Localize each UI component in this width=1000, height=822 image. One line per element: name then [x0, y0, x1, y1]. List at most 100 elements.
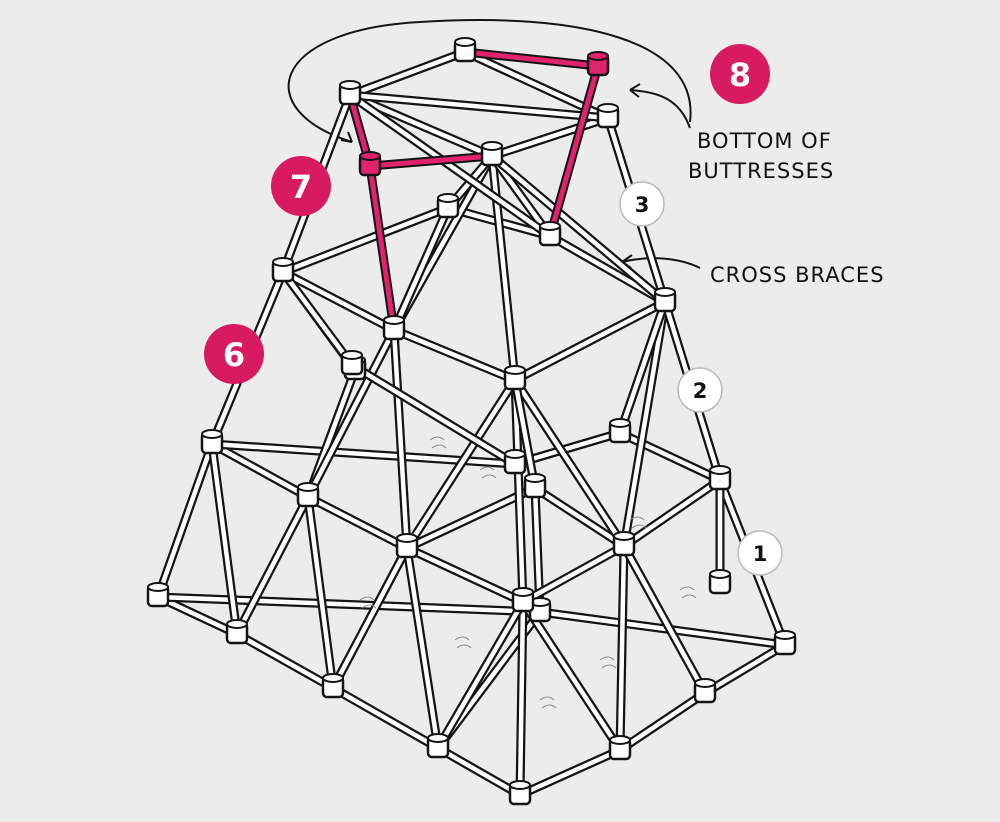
connector [338, 80, 362, 106]
connector [436, 193, 460, 219]
strut [305, 494, 336, 691]
strut [489, 153, 668, 305]
strut [617, 430, 723, 483]
badge-2: 2 [677, 367, 723, 413]
badge-6: 6 [204, 324, 264, 384]
panel-shading-mark [599, 656, 617, 669]
connector [271, 257, 295, 283]
badge-3: 3 [619, 181, 665, 227]
strut [349, 362, 518, 467]
buttress-strut [367, 163, 397, 333]
strut [330, 545, 410, 691]
strut [347, 92, 611, 121]
strut [280, 205, 451, 275]
strut [435, 599, 526, 751]
buttress-leader-curve [287, 19, 692, 143]
badge-6-label: 6 [223, 336, 245, 374]
strut [512, 377, 526, 605]
connector [503, 365, 527, 391]
buttress-arrow-7 [340, 131, 353, 143]
strut [155, 441, 215, 600]
buttress-arrow-8 [629, 83, 691, 129]
panel-shading-mark [539, 696, 557, 709]
panel-shading-mark [479, 466, 497, 479]
connector [480, 141, 504, 167]
connectors-group [146, 37, 797, 806]
badge-1-label: 1 [753, 542, 768, 566]
strut [621, 477, 723, 549]
strut [621, 543, 708, 696]
connector [382, 315, 406, 341]
buttress-strut [462, 49, 601, 69]
cross-braces-arrow [621, 254, 701, 269]
strut [155, 594, 240, 637]
connector [508, 780, 532, 806]
connector [146, 582, 170, 608]
strut [517, 599, 526, 798]
strut [305, 327, 397, 500]
connector [523, 473, 547, 499]
strut [234, 494, 311, 637]
connector [653, 287, 677, 313]
strut [532, 485, 627, 549]
connector [608, 418, 632, 444]
strut [347, 92, 553, 239]
connector [511, 587, 535, 613]
strut [347, 92, 495, 159]
strut [280, 269, 355, 368]
strut [234, 631, 336, 691]
connector [538, 221, 562, 247]
annotation-buttresses: BUTTRESSES [688, 159, 834, 183]
panel-shading-mark [679, 586, 697, 599]
strut [489, 115, 611, 159]
strut [520, 599, 623, 753]
strut [435, 745, 523, 798]
connector [773, 630, 797, 656]
panel-shading-mark [454, 636, 472, 649]
strut [617, 690, 708, 753]
connector [708, 465, 732, 491]
strut [155, 594, 543, 615]
badge-8: 8 [710, 44, 770, 104]
panel-shading-mark [429, 436, 447, 449]
strut [617, 299, 668, 436]
strut [209, 441, 240, 637]
connector [708, 569, 732, 595]
buttress-strut [367, 153, 495, 169]
annotation-cross-braces: CROSS BRACES [710, 263, 885, 287]
strut [404, 377, 518, 551]
badge-3-label: 3 [635, 193, 650, 217]
connector [528, 597, 552, 623]
annotation-bottom-of: BOTTOM OF [697, 129, 832, 153]
strut [702, 642, 788, 696]
connector [426, 733, 450, 759]
badge-7-label: 7 [290, 168, 312, 206]
strut [512, 299, 668, 383]
badge-2-label: 2 [693, 379, 708, 403]
connector [340, 350, 364, 376]
strut [537, 609, 788, 648]
connector [608, 735, 632, 761]
connector [596, 103, 620, 129]
strut [512, 377, 538, 491]
buttress-connector [358, 151, 382, 177]
strut [280, 269, 397, 333]
strut [347, 49, 468, 98]
buttress-connector [586, 51, 610, 77]
connector [321, 673, 345, 699]
panel-shading-mark [359, 596, 377, 609]
strut [404, 545, 441, 751]
strut [404, 485, 538, 551]
strut [517, 747, 623, 798]
connector [200, 429, 224, 455]
connector [453, 37, 477, 63]
strut [305, 494, 410, 551]
strut [391, 327, 518, 383]
badge-7: 7 [271, 156, 331, 216]
buttress-strut [547, 63, 601, 239]
strut [520, 543, 627, 605]
connector [225, 619, 249, 645]
badge-8-label: 8 [729, 56, 751, 94]
